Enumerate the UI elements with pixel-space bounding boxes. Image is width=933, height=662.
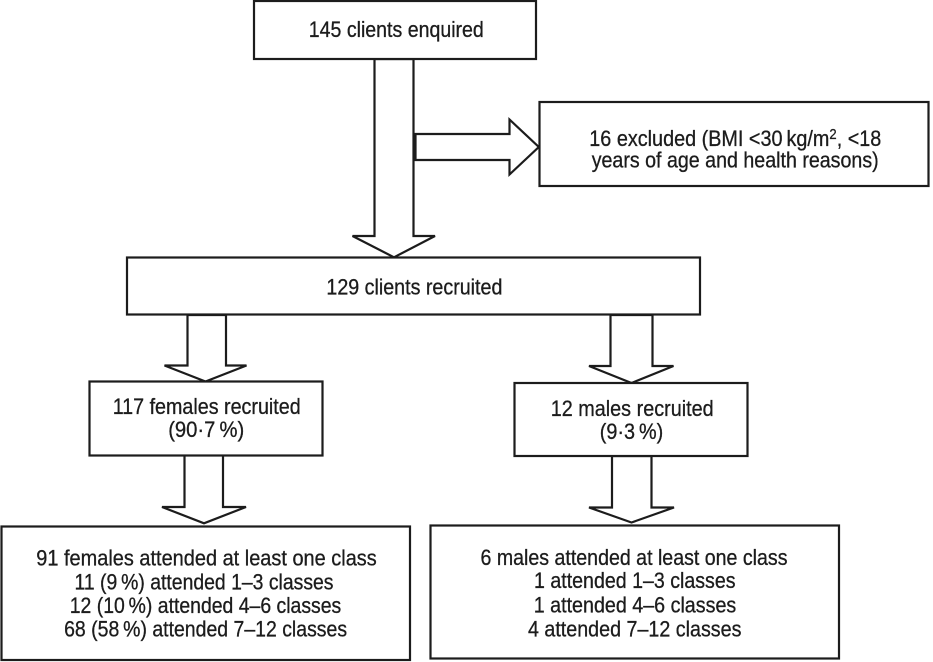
svg-text:12 males recruited: 12 males recruited [551,396,714,421]
svg-text:1 attended 1–3 classes: 1 attended 1–3 classes [534,568,736,593]
svg-text:4 attended 7–12 classes: 4 attended 7–12 classes [528,617,742,642]
svg-text:68 (58 %) attended 7–12 classe: 68 (58 %) attended 7–12 classes [64,616,347,641]
svg-text:(90·7 %): (90·7 %) [168,417,244,442]
svg-text:12 (10 %) attended 4–6 classes: 12 (10 %) attended 4–6 classes [70,593,342,618]
svg-text:117 females recruited: 117 females recruited [113,394,301,419]
svg-text:11 (9 %) attended 1–3 classes: 11 (9 %) attended 1–3 classes [75,570,334,595]
svg-text:91 females attended at least o: 91 females attended at least one class [36,545,377,570]
svg-text:(9·3 %): (9·3 %) [600,419,664,444]
svg-text:1 attended 4–6 classes: 1 attended 4–6 classes [534,593,737,618]
svg-text:6 males attended at least one: 6 males attended at least one class [481,545,788,570]
svg-text:years of age and health reason: years of age and health reasons) [592,148,879,173]
svg-text:145 clients enquired: 145 clients enquired [309,17,484,42]
svg-text:129 clients recruited: 129 clients recruited [326,275,502,300]
